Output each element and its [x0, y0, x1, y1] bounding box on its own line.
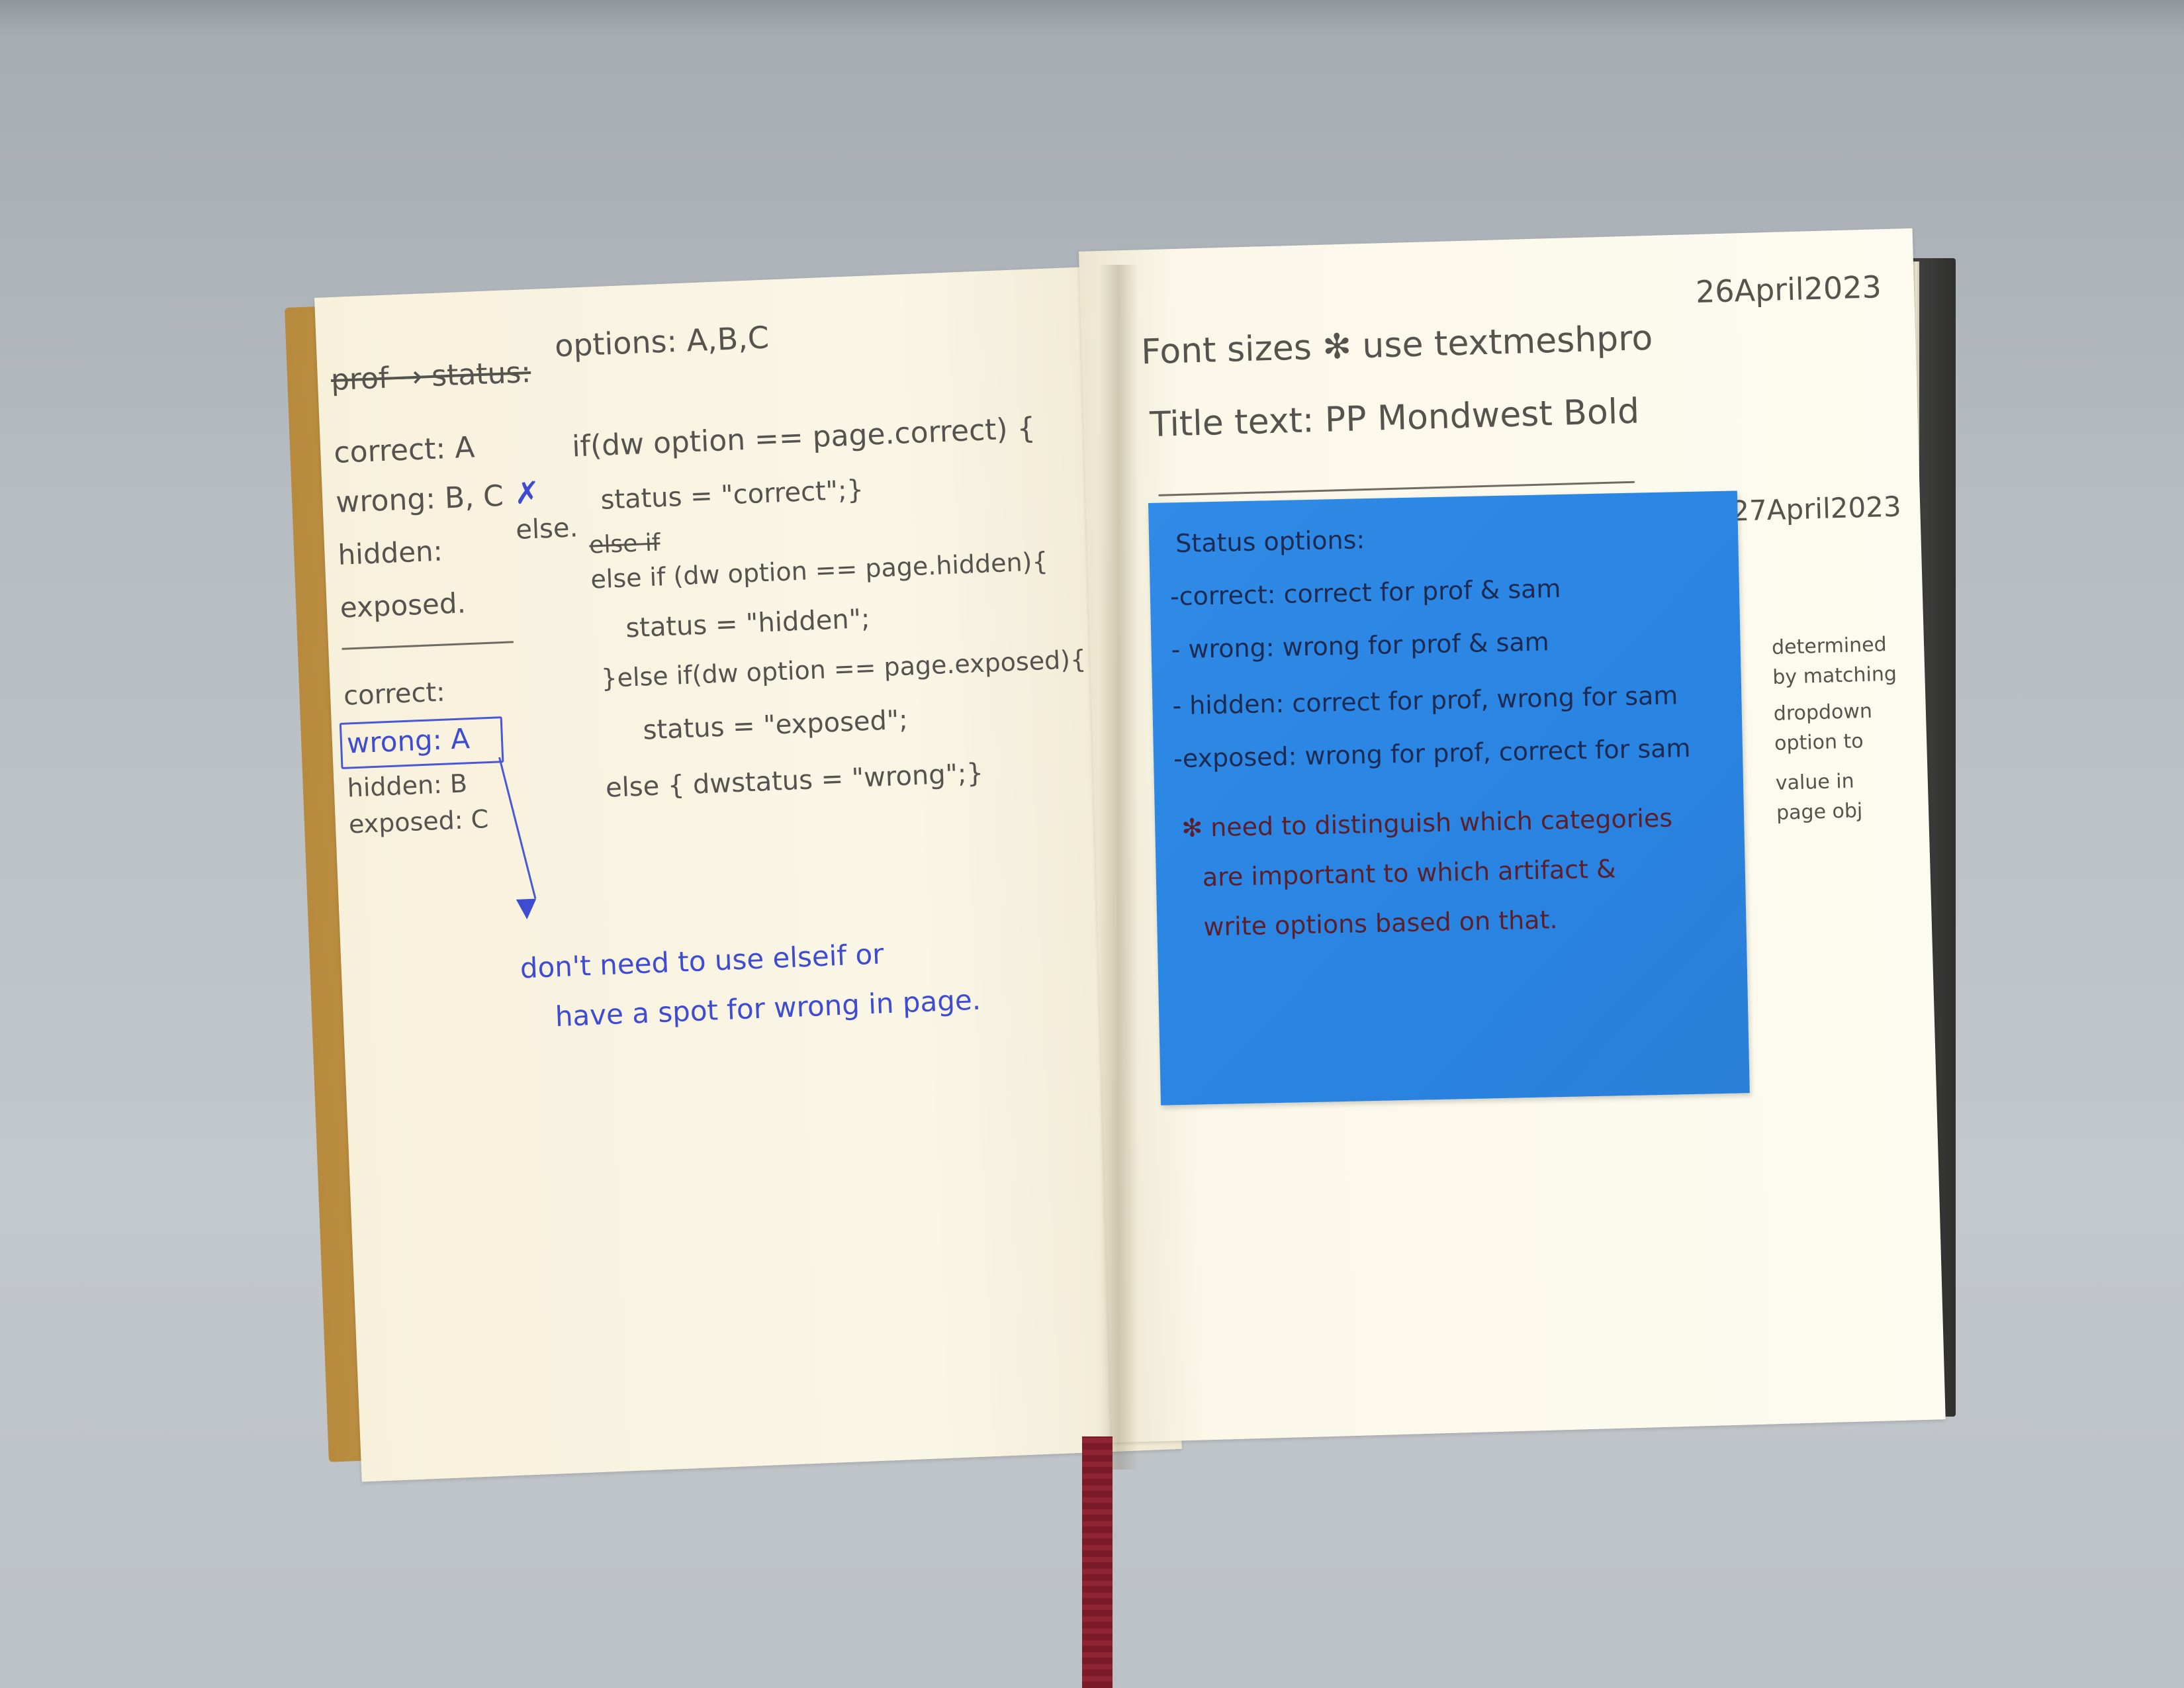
side-note-5: value in: [1775, 769, 1855, 795]
map1-correct: correct: A: [333, 430, 476, 470]
options-line: options: A,B,C: [554, 319, 770, 364]
blue-arrow-line: [498, 757, 537, 899]
map1-hidden: hidden:: [337, 534, 443, 571]
map2-exposed: exposed: C: [348, 804, 489, 839]
code-line-7: status = "exposed";: [642, 704, 909, 746]
side-note-4: option to: [1774, 729, 1864, 755]
map1-exposed: exposed.: [339, 586, 467, 624]
sticky-item-correct: -correct: correct for prof & sam: [1169, 573, 1561, 612]
code-line-8: else { dwstatus = "wrong";}: [605, 758, 984, 804]
code-line-5: status = "hidden";: [625, 603, 871, 644]
code-line-3: else if: [588, 529, 661, 559]
blue-note-line-1: don't need to use elseif or: [519, 937, 885, 985]
strike-heading: prof → status:: [330, 355, 532, 398]
sticky-item-wrong: - wrong: wrong for prof & sam: [1171, 627, 1550, 665]
map2-hidden: hidden: B: [346, 769, 468, 803]
date-1: 26April2023: [1695, 269, 1882, 310]
blue-arrow-head: ▼: [516, 892, 537, 923]
blue-note-line-2: have a spot for wrong in page.: [554, 983, 981, 1033]
map2-correct: correct:: [343, 677, 446, 712]
code-line-6: }else if(dw option == page.exposed){: [600, 644, 1087, 694]
side-note-6: page obj: [1776, 799, 1863, 825]
star-mark: ✗: [514, 474, 541, 512]
left-page: prof → status: options: A,B,C correct: A…: [314, 265, 1182, 1482]
left-divider: [341, 641, 514, 650]
sticky-item-exposed: -exposed: wrong for prof, correct for sa…: [1173, 733, 1691, 774]
side-note-3: dropdown: [1773, 699, 1873, 726]
code-line-1: if(dw option == page.correct) {: [571, 411, 1036, 464]
sticky-note: Status options: -correct: correct for pr…: [1148, 491, 1750, 1105]
sticky-title: Status options:: [1175, 525, 1365, 559]
side-note-1: determined: [1771, 633, 1888, 659]
else-label: else.: [515, 512, 579, 546]
title-line: Title text: PP Mondwest Bold: [1149, 391, 1640, 445]
font-line: Font sizes ✻ use textmeshpro: [1140, 318, 1654, 373]
scanner-edge: [0, 0, 2184, 36]
sticky-item-hidden: - hidden: correct for prof, wrong for sa…: [1171, 680, 1678, 721]
side-note-2: by matching: [1772, 662, 1897, 689]
sticky-red-note-2: are important to which artifact &: [1202, 854, 1617, 892]
date-2: 27April2023: [1731, 490, 1902, 528]
map2-wrong: wrong: A: [346, 722, 471, 760]
code-line-2: status = "correct";}: [600, 474, 864, 516]
map1-wrong: wrong: B, C: [335, 479, 504, 520]
bookmark-ribbon: [1082, 1436, 1113, 1688]
page-gutter: [1099, 265, 1138, 1470]
sticky-red-note-1: ✻ need to distinguish which categories: [1181, 803, 1673, 843]
sticky-red-note-3: write options based on that.: [1203, 905, 1558, 942]
